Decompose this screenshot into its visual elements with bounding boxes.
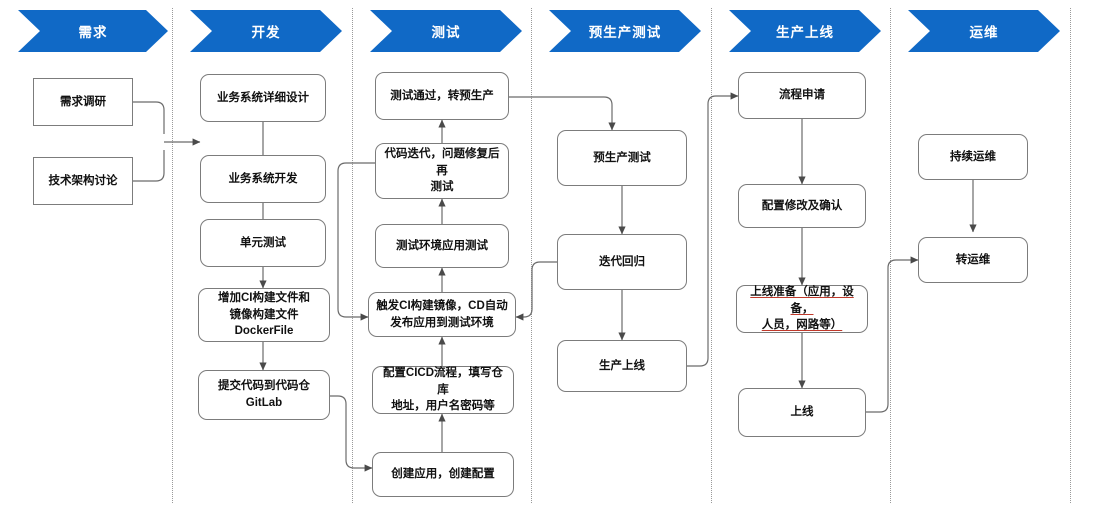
node-label-line-1: 配置CICD流程，填写仓库	[382, 367, 504, 396]
lane-header-development: 开发	[190, 10, 342, 52]
node-label: 业务系统详细设计	[217, 91, 309, 104]
node-requirement-research[interactable]: 需求调研	[33, 78, 133, 126]
lane-divider-6	[1070, 8, 1071, 503]
node-label-line-1: 上线准备（应用，设备，	[750, 286, 854, 315]
wire-research-to-merge	[133, 101, 165, 134]
lane-divider-5	[890, 8, 891, 503]
node-test-passed-to-pre-production[interactable]: 测试通过，转预生产	[375, 72, 509, 120]
node-label-line-1: 触发CI构建镜像，CD自动	[376, 299, 508, 312]
wire-golive-to-transfer	[864, 256, 919, 413]
lane-divider-3	[531, 8, 532, 503]
lane-divider-2	[352, 8, 353, 503]
node-trigger-ci-cd[interactable]: 触发CI构建镜像，CD自动 发布应用到测试环境	[368, 292, 516, 337]
node-release-preparation[interactable]: 上线准备（应用，设备， 人员，网路等）	[736, 285, 868, 333]
node-label: 转运维	[955, 253, 991, 266]
node-go-live[interactable]: 上线	[738, 388, 866, 437]
node-label: 上线	[790, 406, 814, 419]
node-label: 预生产测试	[593, 151, 651, 164]
lane-header-pre-production-testing: 预生产测试	[549, 10, 701, 52]
node-label: 单元测试	[240, 236, 286, 249]
node-label-line-1: 增加CI构建文件和	[218, 292, 310, 304]
node-label: 迭代回归	[599, 255, 645, 268]
node-label-line-2: 地址，用户名密码等	[391, 400, 495, 413]
lane-header-label: 生产上线	[776, 25, 834, 40]
node-label: 生产上线	[599, 359, 645, 372]
node-pre-production-test[interactable]: 预生产测试	[557, 130, 687, 186]
node-code-iteration[interactable]: 代码迭代，问题修复后再 测试	[375, 143, 509, 199]
node-test-env-app-test[interactable]: 测试环境应用测试	[375, 224, 509, 268]
node-business-system-development[interactable]: 业务系统开发	[200, 155, 326, 203]
node-label-line-1: 代码迭代，问题修复后再	[384, 148, 500, 177]
node-label: 持续运维	[950, 150, 996, 163]
node-continuous-operations[interactable]: 持续运维	[918, 134, 1028, 180]
node-label-line-2: 测试	[430, 181, 454, 194]
lane-header-label: 需求	[78, 25, 108, 40]
node-label: 配置修改及确认	[761, 199, 843, 212]
lane-header-label: 测试	[431, 25, 461, 40]
node-process-application[interactable]: 流程申请	[738, 72, 866, 119]
node-unit-test[interactable]: 单元测试	[200, 219, 326, 267]
node-transfer-to-operations[interactable]: 转运维	[918, 237, 1028, 283]
lane-header-label: 运维	[969, 25, 999, 40]
lane-header-testing: 测试	[370, 10, 522, 52]
node-label: 技术架构讨论	[48, 174, 118, 187]
node-label: 测试通过，转预生产	[390, 89, 494, 102]
wire-passed-to-preprod	[509, 96, 616, 131]
node-add-ci-build-dockerfile[interactable]: 增加CI构建文件和 镜像构建文件DockerFile	[198, 288, 330, 342]
node-label-line-2: 发布应用到测试环境	[390, 316, 494, 329]
node-label: 创建应用，创建配置	[391, 468, 495, 481]
node-business-system-detail-design[interactable]: 业务系统详细设计	[200, 74, 326, 122]
node-label: 流程申请	[779, 89, 825, 102]
node-label-line-2: 镜像构建文件DockerFile	[229, 308, 299, 338]
lane-header-requirement: 需求	[18, 10, 168, 52]
node-label-line-2: 人员，网路等）	[761, 319, 843, 332]
lane-header-production-release: 生产上线	[729, 10, 881, 52]
wire-arch-to-merge	[133, 150, 165, 182]
node-tech-architecture-discussion[interactable]: 技术架构讨论	[33, 157, 133, 205]
wire-commit-to-createapp	[325, 395, 373, 472]
node-config-modify-confirm[interactable]: 配置修改及确认	[738, 184, 866, 228]
node-label: 业务系统开发	[228, 172, 298, 185]
node-configure-cicd[interactable]: 配置CICD流程，填写仓库 地址，用户名密码等	[372, 366, 514, 414]
node-production-release[interactable]: 生产上线	[557, 340, 687, 392]
lane-header-label: 预生产测试	[588, 25, 662, 40]
wire-regression-back-to-trigger	[515, 261, 562, 321]
node-label: 需求调研	[60, 95, 106, 108]
node-create-app-create-config[interactable]: 创建应用，创建配置	[372, 452, 514, 497]
node-label: 测试环境应用测试	[396, 239, 488, 252]
lane-header-label: 开发	[251, 25, 281, 40]
node-commit-code-gitlab[interactable]: 提交代码到代码仓GitLab	[198, 370, 330, 420]
node-iteration-regression[interactable]: 迭代回归	[557, 234, 687, 290]
lane-header-operations: 运维	[908, 10, 1060, 52]
node-label: 提交代码到代码仓GitLab	[218, 380, 310, 409]
lane-divider-4	[711, 8, 712, 503]
lane-divider-1	[172, 8, 173, 503]
